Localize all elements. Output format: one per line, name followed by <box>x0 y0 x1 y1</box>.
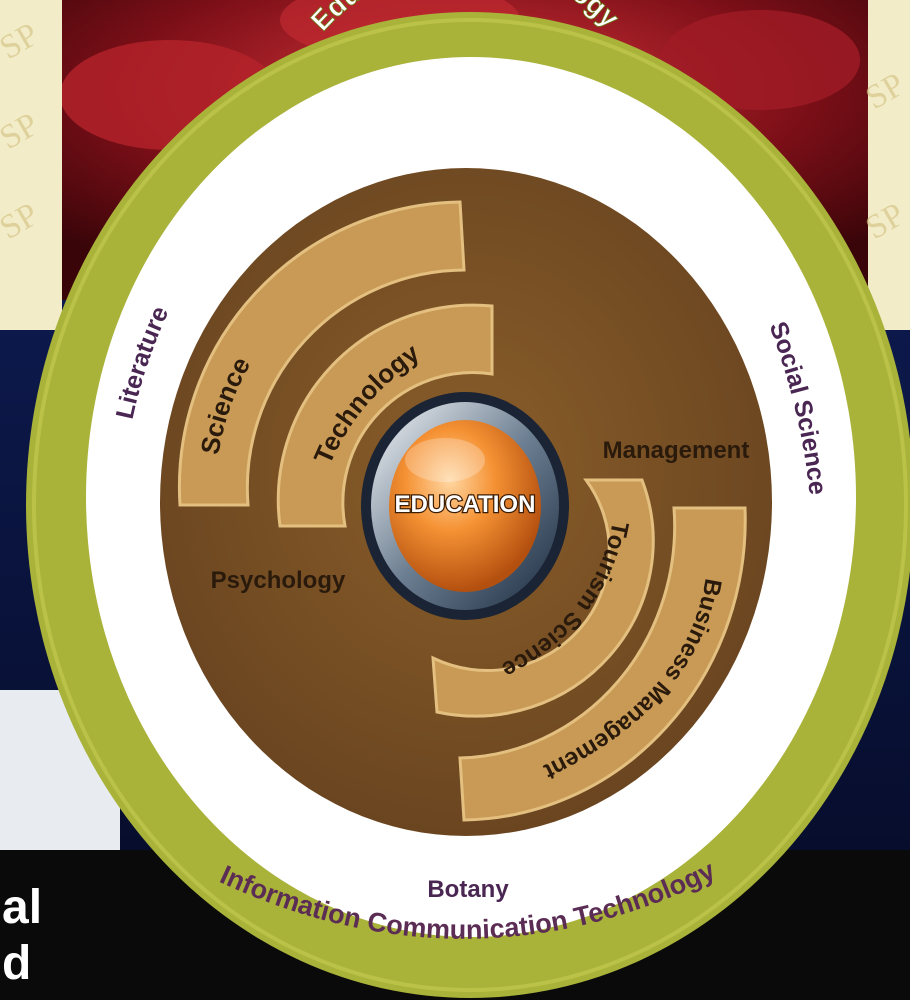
psychology-label: Psychology <box>211 567 346 594</box>
management-label: Management <box>603 437 750 464</box>
center-bubble-gloss <box>405 438 485 482</box>
botany-label: Botany <box>427 876 509 903</box>
center-label: EDUCATION <box>395 491 536 518</box>
